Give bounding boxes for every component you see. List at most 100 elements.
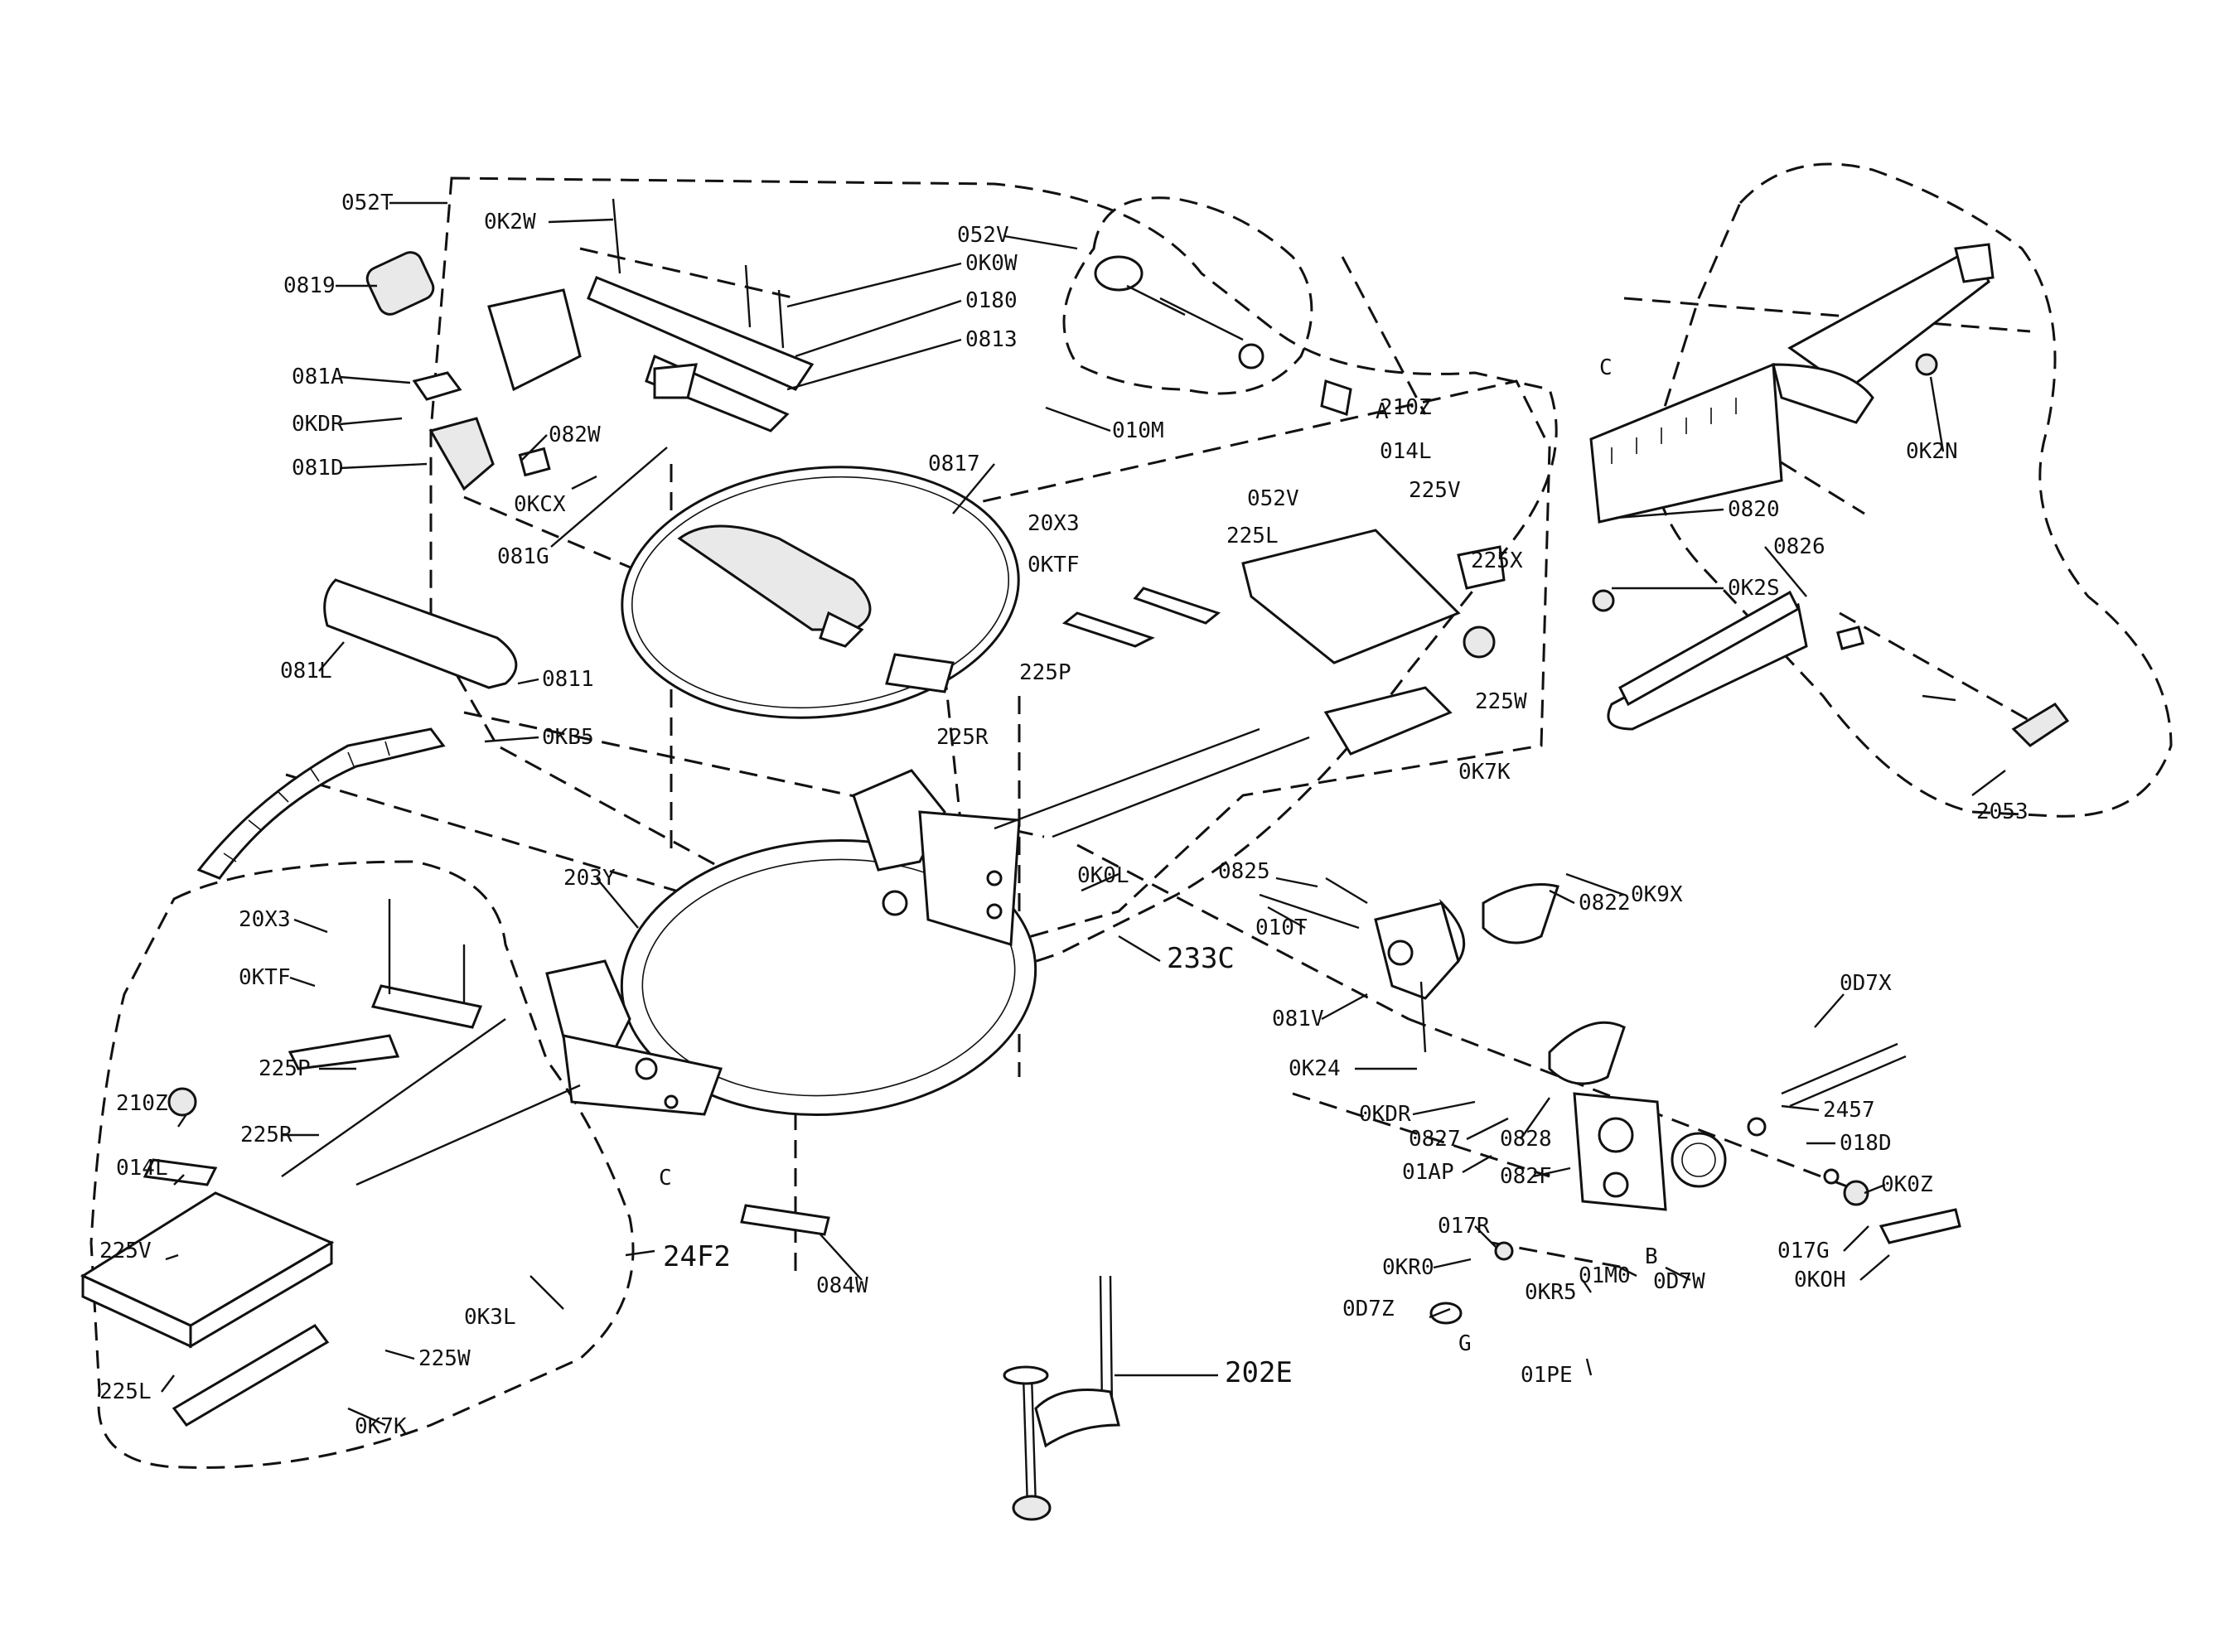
label-0K9X: 0K9X (1631, 882, 1683, 907)
label-G: G (1458, 1331, 1472, 1356)
cover-plate-0811 (323, 578, 518, 689)
part-labels: 052T 0K2W 052V 0819 0K0W 0180 0813 081A … (99, 191, 2028, 1439)
label-084W: 084W (816, 1273, 868, 1298)
centerlines (285, 247, 2031, 1276)
label-0K3L: 0K3L (464, 1305, 516, 1330)
label-0KTF-left: 0KTF (239, 965, 291, 990)
label-081A: 081A (292, 365, 344, 389)
label-20X3-left: 20X3 (239, 907, 291, 932)
label-0180: 0180 (965, 288, 1018, 313)
label-0811: 0811 (542, 667, 594, 692)
label-0826: 0826 (1773, 534, 1825, 559)
label-052T: 052T (341, 191, 394, 215)
label-A: A (1376, 399, 1389, 424)
label-0KB5: 0KB5 (542, 725, 594, 750)
label-210Z-left: 210Z (116, 1091, 168, 1116)
hold-down-clamp (1003, 1275, 1120, 1521)
label-010T: 010T (1255, 915, 1308, 940)
label-0KR0: 0KR0 (1382, 1255, 1434, 1280)
label-017G: 017G (1777, 1239, 1830, 1263)
label-0K7K-left: 0K7K (355, 1414, 407, 1439)
label-225L-center: 225L (1226, 524, 1279, 548)
label-2457: 2457 (1823, 1098, 1875, 1123)
label-0K0Z: 0K0Z (1881, 1172, 1933, 1197)
label-225R-center: 225R (936, 725, 989, 750)
label-014L-center: 014L (1380, 439, 1432, 464)
turntable-base (545, 769, 1037, 1117)
label-082F: 082F (1500, 1164, 1552, 1189)
label-225P-left: 225P (259, 1056, 311, 1081)
strip-084W (740, 1204, 830, 1236)
label-017R: 017R (1438, 1214, 1490, 1239)
label-203Y: 203Y (563, 866, 616, 891)
boundary-right-fence (1652, 162, 2173, 818)
label-0825: 0825 (1218, 859, 1270, 884)
label-2053: 2053 (1976, 799, 2028, 824)
label-0K0W: 0K0W (965, 251, 1018, 276)
label-0KR5: 0KR5 (1525, 1280, 1577, 1305)
label-052V: 052V (957, 223, 1009, 248)
label-0D7X: 0D7X (1840, 971, 1892, 996)
label-0827: 0827 (1409, 1127, 1461, 1152)
label-0KCX: 0KCX (514, 492, 566, 517)
label-233C: 233C (1167, 942, 1235, 975)
label-0813: 0813 (965, 327, 1018, 352)
label-0KTF-center: 0KTF (1028, 553, 1080, 577)
label-210Z-center: 210Z (1380, 395, 1432, 420)
label-0K0L: 0K0L (1077, 863, 1129, 888)
label-01AP: 01AP (1402, 1160, 1454, 1185)
label-225W-left: 225W (418, 1346, 471, 1371)
top-bracket-assembly (365, 198, 815, 491)
label-24F2: 24F2 (663, 1240, 731, 1273)
label-081V: 081V (1272, 1007, 1324, 1031)
label-0KDR: 0KDR (292, 412, 344, 437)
label-0KOH: 0KOH (1794, 1268, 1846, 1292)
label-C-left: C (659, 1166, 672, 1191)
label-225V-left: 225V (99, 1239, 152, 1263)
blade-guard-table (621, 466, 1020, 719)
label-01PE: 01PE (1521, 1363, 1573, 1388)
label-0822: 0822 (1579, 891, 1631, 915)
label-0K7K-center: 0K7K (1458, 760, 1511, 785)
label-225P-center: 225P (1019, 660, 1071, 685)
label-018D: 018D (1840, 1131, 1892, 1156)
label-0820: 0820 (1728, 497, 1780, 522)
label-202E: 202E (1225, 1356, 1293, 1389)
label-225L-left: 225L (99, 1379, 152, 1404)
label-081G: 081G (497, 544, 549, 569)
label-225W-center: 225W (1475, 689, 1527, 714)
miter-scale (196, 727, 446, 880)
label-082W: 082W (549, 423, 601, 447)
label-225R-left: 225R (240, 1123, 293, 1147)
label-0819: 0819 (283, 273, 336, 298)
label-0D7Z: 0D7Z (1342, 1297, 1395, 1321)
lever-assembly (1094, 255, 1352, 416)
label-C-right: C (1599, 355, 1613, 380)
label-014L-left: 014L (116, 1156, 168, 1181)
label-0828: 0828 (1500, 1127, 1552, 1152)
right-fence-assembly (1589, 243, 2070, 747)
label-01M0: 01M0 (1579, 1263, 1631, 1288)
label-225X: 225X (1471, 548, 1523, 573)
label-052V-center: 052V (1247, 486, 1299, 511)
label-B: B (1645, 1244, 1658, 1269)
leader-lines (161, 201, 2006, 1427)
label-0D7W: 0D7W (1653, 1269, 1705, 1294)
pivot-arm-assembly (1259, 877, 1961, 1325)
label-0K2S: 0K2S (1728, 576, 1780, 601)
left-lower-assembly (80, 899, 581, 1427)
label-225V-center: 225V (1409, 478, 1461, 503)
label-081D: 081D (292, 456, 344, 481)
label-010M: 010M (1112, 418, 1164, 443)
label-0K2N: 0K2N (1906, 439, 1958, 464)
label-0817: 0817 (928, 452, 980, 476)
center-mid-parts (994, 529, 1506, 838)
label-0KDR-right: 0KDR (1359, 1102, 1411, 1127)
boundary-lever-assembly (1062, 196, 1313, 395)
label-081L: 081L (280, 659, 332, 684)
label-20X3-center: 20X3 (1028, 511, 1080, 536)
label-0K24: 0K24 (1289, 1056, 1341, 1081)
label-0K2W: 0K2W (484, 210, 536, 234)
